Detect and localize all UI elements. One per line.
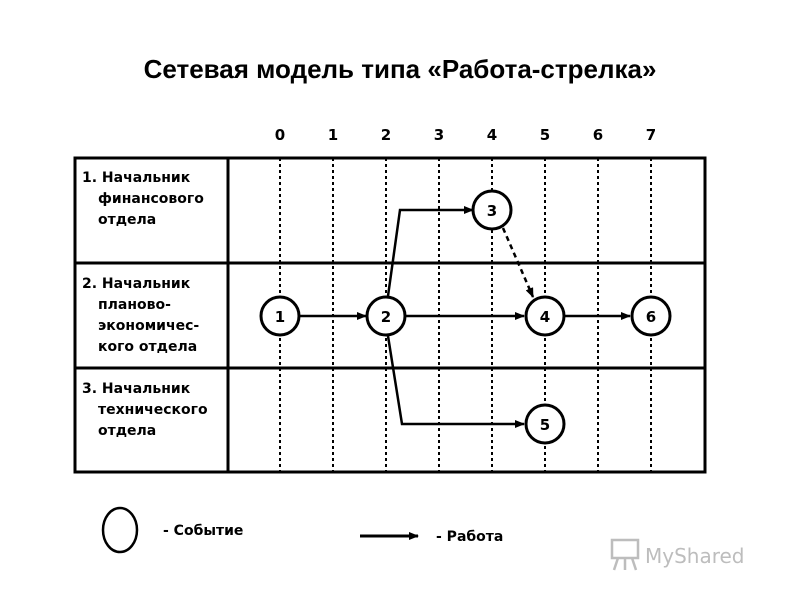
row-label-1: 1. Начальник финансового отдела bbox=[82, 170, 204, 228]
time-tick-4: 4 bbox=[487, 126, 497, 144]
time-tick-5: 5 bbox=[540, 126, 550, 144]
time-tick-3: 3 bbox=[434, 126, 444, 144]
work-arrow-2-5 bbox=[386, 335, 525, 428]
time-tick-0: 0 bbox=[275, 126, 285, 144]
time-tick-6: 6 bbox=[593, 126, 603, 144]
dummy-work-arrow-3-4 bbox=[501, 227, 535, 298]
board-frame bbox=[610, 538, 640, 560]
event-circle bbox=[471, 189, 513, 231]
page-title: Сетевая модель типа «Работа-стрелка» bbox=[143, 54, 657, 84]
event-3: 3 bbox=[471, 189, 513, 231]
event-4: 4 bbox=[524, 295, 566, 337]
event-label: 6 bbox=[646, 308, 656, 326]
row-3-line-1: 3. Начальник bbox=[82, 381, 191, 397]
event-2: 2 bbox=[365, 295, 407, 337]
event-1: 1 bbox=[259, 295, 301, 337]
time-tick-7: 7 bbox=[646, 126, 656, 144]
watermark-text: MyShared bbox=[645, 544, 745, 568]
row-1-line-3: отдела bbox=[98, 212, 156, 228]
row-2-line-2: планово- bbox=[98, 297, 171, 313]
event-circle bbox=[524, 403, 566, 445]
time-axis: 0 1 2 3 4 5 6 7 bbox=[275, 126, 656, 144]
event-6: 6 bbox=[630, 295, 672, 337]
event-label: 5 bbox=[540, 416, 550, 434]
time-tick-1: 1 bbox=[328, 126, 338, 144]
row-label-2: 2. Начальник планово- экономичес- кого о… bbox=[82, 276, 199, 355]
event-label: 1 bbox=[275, 308, 285, 326]
legend-event-label: - Событие bbox=[163, 523, 243, 539]
event-label: 3 bbox=[487, 202, 497, 220]
legend-event-symbol bbox=[101, 506, 139, 554]
legend-work-label: - Работа bbox=[436, 529, 503, 545]
row-1-line-1: 1. Начальник bbox=[82, 170, 191, 186]
events: 1 2 3 4 5 6 bbox=[259, 189, 672, 445]
presentation-board-icon bbox=[610, 538, 640, 571]
responsibility-table bbox=[73, 156, 707, 474]
event-circle bbox=[365, 295, 407, 337]
event-circle bbox=[259, 295, 301, 337]
board-leg-right bbox=[630, 557, 638, 571]
table-border bbox=[73, 156, 707, 474]
row-3-line-2: технического bbox=[98, 402, 208, 418]
row-2-line-3: экономичес- bbox=[98, 318, 199, 334]
row-2-line-4: кого отдела bbox=[98, 339, 197, 355]
row-1-line-2: финансового bbox=[98, 191, 204, 207]
row-label-3: 3. Начальник технического отдела bbox=[82, 381, 208, 439]
event-circle bbox=[630, 295, 672, 337]
event-5: 5 bbox=[524, 403, 566, 445]
time-tick-2: 2 bbox=[381, 126, 391, 144]
event-circle bbox=[524, 295, 566, 337]
row-2-line-1: 2. Начальник bbox=[82, 276, 191, 292]
event-label: 2 bbox=[381, 308, 391, 326]
board-leg-left bbox=[612, 557, 620, 571]
work-arrow-2-3 bbox=[386, 206, 474, 297]
legend: - Событие - Работа bbox=[101, 506, 503, 554]
event-label: 4 bbox=[540, 308, 550, 326]
works bbox=[299, 206, 631, 428]
row-3-line-3: отдела bbox=[98, 423, 156, 439]
watermark-logo: MyShared bbox=[610, 538, 745, 571]
